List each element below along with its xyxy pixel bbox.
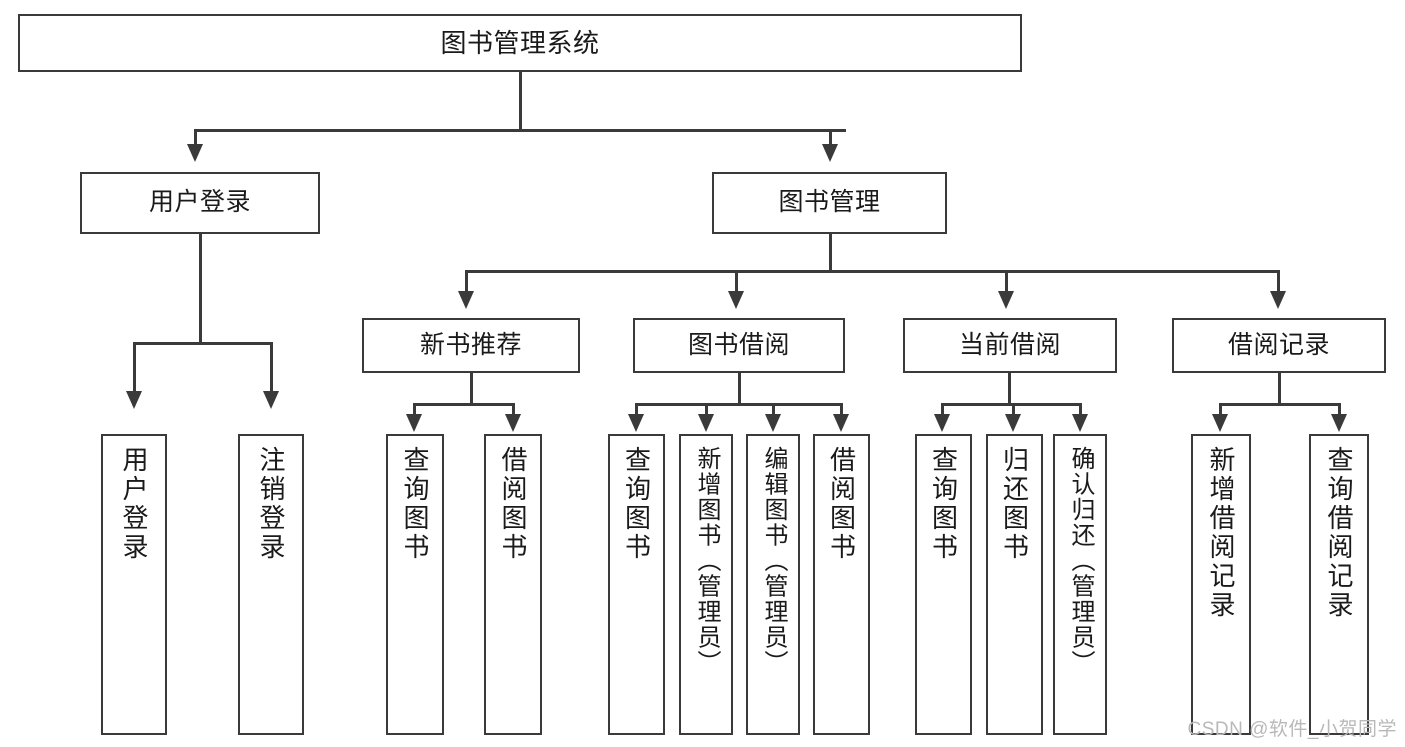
connector-book-borrow-to-leaf-3: [772, 403, 775, 415]
connector-current-borrow-stem: [1008, 373, 1011, 405]
connector-current-borrow-bus: [941, 403, 1080, 406]
node-new-book-recommend[interactable]: 新书推荐: [362, 318, 580, 373]
node-label: 编辑图书（管理员）: [760, 446, 787, 676]
arrow-book-manage-to-current-borrow: [998, 291, 1014, 309]
leaf-borrow-book[interactable]: 借阅图书: [813, 434, 870, 735]
connector-book-borrow-to-leaf-1: [635, 403, 638, 415]
node-borrow-records[interactable]: 借阅记录: [1172, 318, 1386, 373]
node-label: 查询借阅记录: [1324, 446, 1354, 620]
node-label: 图书借阅: [687, 330, 790, 359]
node-label: 用户登录: [148, 188, 251, 217]
leaf-user-logout[interactable]: 注销登录: [238, 434, 304, 735]
watermark-text: CSDN @软件_小贺同学: [1187, 719, 1397, 740]
connector-book-borrow-stem: [738, 373, 741, 405]
arrow-root-to-user-login: [187, 144, 203, 162]
connector-book-borrow-to-leaf-2: [705, 403, 708, 415]
node-book-manage[interactable]: 图书管理: [712, 172, 947, 234]
connector-book-manage-to-current-borrow: [1005, 270, 1008, 292]
leaf-borrow-book-new[interactable]: 借阅图书: [484, 434, 542, 735]
arrow-current-borrow-to-leaf-3: [1072, 414, 1088, 432]
connector-book-manage-to-new-book: [465, 270, 468, 292]
connector-new-book-bus: [413, 403, 515, 406]
arrow-current-borrow-to-leaf-2: [1005, 414, 1021, 432]
node-label: 归还图书: [999, 446, 1030, 562]
arrow-book-manage-to-borrow-records: [1270, 291, 1286, 309]
leaf-add-book[interactable]: 新增图书（管理员）: [679, 434, 733, 735]
connector-current-borrow-to-leaf-2: [1012, 403, 1015, 415]
arrow-current-borrow-to-leaf-1: [934, 414, 950, 432]
node-label: 借阅图书: [498, 446, 528, 562]
arrow-book-manage-to-book-borrow: [728, 291, 744, 309]
connector-book-manage-to-borrow-records: [1277, 270, 1280, 292]
arrow-new-book-to-leaf-2: [505, 414, 521, 432]
connector-user-login-stem: [199, 234, 202, 344]
connector-new-book-stem: [470, 373, 473, 405]
node-label: 借阅图书: [826, 446, 857, 562]
connector-current-borrow-to-leaf-3: [1079, 403, 1082, 415]
node-label: 查询图书: [621, 446, 652, 562]
node-label: 查询图书: [928, 446, 959, 562]
node-root-system[interactable]: 图书管理系统: [18, 14, 1022, 72]
arrow-book-manage-to-new-book: [458, 291, 474, 309]
leaf-user-login[interactable]: 用户登录: [101, 434, 167, 735]
arrow-book-borrow-to-leaf-3: [765, 414, 781, 432]
leaf-query-book-borrow[interactable]: 查询图书: [608, 434, 665, 735]
node-label: 新增借阅记录: [1206, 446, 1236, 620]
connector-current-borrow-to-leaf-1: [941, 403, 944, 415]
leaf-edit-book[interactable]: 编辑图书（管理员）: [746, 434, 800, 735]
node-label: 注销登录: [256, 446, 286, 562]
connector-root-stem: [519, 72, 522, 130]
connector-new-book-to-leaf-1: [413, 403, 416, 415]
connector-borrow-records-bus: [1219, 403, 1341, 406]
connector-user-login-to-leaf-1: [133, 342, 136, 392]
connector-root-to-user-login: [194, 129, 197, 145]
node-current-borrow[interactable]: 当前借阅: [903, 318, 1117, 373]
connector-borrow-records-to-leaf-2: [1338, 403, 1341, 415]
connector-new-book-to-leaf-2: [512, 403, 515, 415]
node-label: 当前借阅: [958, 330, 1061, 359]
arrow-book-borrow-to-leaf-4: [833, 414, 849, 432]
arrow-book-borrow-to-leaf-1: [628, 414, 644, 432]
node-label: 用户登录: [119, 446, 149, 562]
arrow-new-book-to-leaf-1: [406, 414, 422, 432]
leaf-confirm-return[interactable]: 确认归还（管理员）: [1053, 434, 1107, 735]
connector-book-manage-bus: [465, 270, 1279, 273]
node-label: 新增图书（管理员）: [693, 446, 720, 676]
node-user-login[interactable]: 用户登录: [80, 172, 320, 234]
node-book-borrow[interactable]: 图书借阅: [633, 318, 845, 373]
connector-user-login-bus: [133, 342, 272, 345]
leaf-query-record[interactable]: 查询借阅记录: [1309, 434, 1369, 735]
connector-book-borrow-bus: [635, 403, 843, 406]
connector-borrow-records-to-leaf-1: [1219, 403, 1222, 415]
arrow-borrow-records-to-leaf-1: [1212, 414, 1228, 432]
leaf-query-book-new[interactable]: 查询图书: [386, 434, 444, 735]
node-label: 借阅记录: [1227, 330, 1330, 359]
connector-book-manage-stem: [829, 234, 832, 272]
connector-root-to-book-manage: [829, 129, 832, 145]
node-label: 图书管理: [778, 188, 881, 217]
arrow-root-to-book-manage: [822, 144, 838, 162]
node-label: 确认归还（管理员）: [1067, 446, 1094, 676]
arrow-user-login-to-leaf-1: [126, 391, 142, 409]
node-label: 图书管理系统: [440, 27, 600, 58]
arrow-user-login-to-leaf-2: [263, 391, 279, 409]
leaf-return-book[interactable]: 归还图书: [986, 434, 1043, 735]
leaf-query-book-current[interactable]: 查询图书: [915, 434, 972, 735]
node-label: 新书推荐: [419, 330, 522, 359]
connector-user-login-to-leaf-2: [270, 342, 273, 392]
arrow-book-borrow-to-leaf-2: [698, 414, 714, 432]
leaf-add-record[interactable]: 新增借阅记录: [1191, 434, 1251, 735]
connector-borrow-records-stem: [1278, 373, 1281, 405]
node-label: 查询图书: [400, 446, 430, 562]
connector-book-borrow-to-leaf-4: [840, 403, 843, 415]
connector-root-bus: [194, 129, 846, 132]
arrow-borrow-records-to-leaf-2: [1331, 414, 1347, 432]
connector-book-manage-to-book-borrow: [735, 270, 738, 292]
